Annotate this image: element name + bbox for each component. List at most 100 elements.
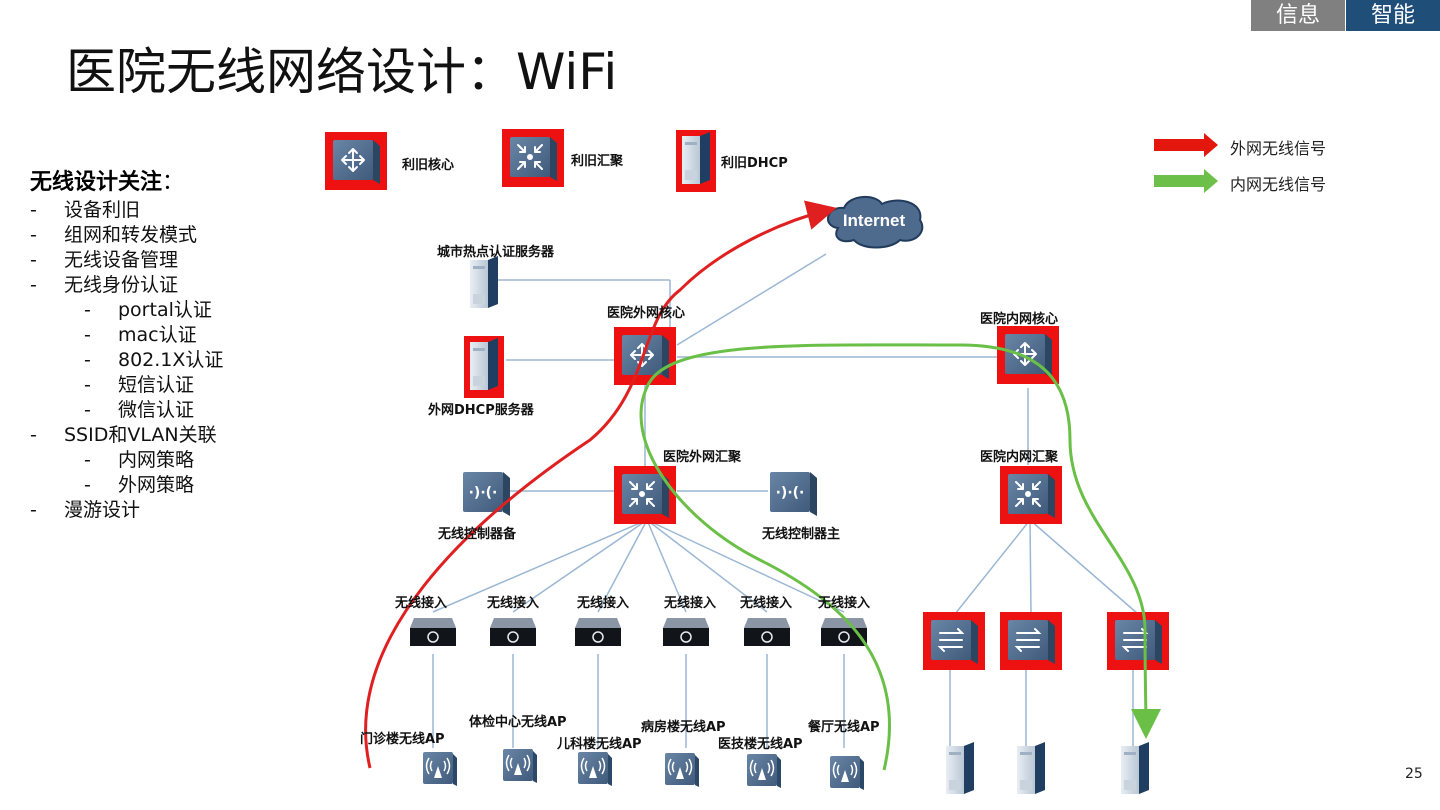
design-focus-item-text: 短信认证 — [118, 374, 195, 396]
access-switch-5 — [744, 618, 790, 646]
city-auth-server — [470, 256, 498, 308]
link-line — [646, 519, 768, 613]
design-focus-item: -组网和转发模式 — [30, 223, 280, 248]
outer-aggregation-switch — [614, 466, 676, 524]
wireless-ap-icon — [580, 757, 606, 778]
bullet-dash: - — [84, 399, 91, 421]
city-auth-server-label: 城市热点认证服务器 — [437, 245, 555, 260]
access-label: 无线接入 — [577, 596, 630, 611]
bullet-dash: - — [30, 499, 37, 521]
wlc-icon: ·)·(· — [776, 485, 805, 501]
ap-label: 体检中心无线AP — [469, 715, 567, 730]
wireless-ap-icon — [505, 754, 531, 775]
access-switch-6 — [821, 618, 867, 646]
design-focus-item: -无线身份认证 — [30, 273, 280, 298]
design-focus-item-text: 无线身份认证 — [64, 274, 179, 296]
design-focus-item-text: 内网策略 — [118, 449, 195, 471]
wlc-backup-label: 无线控制器备 — [438, 527, 517, 542]
wireless-ap-3 — [578, 752, 612, 786]
wireless-ap-2 — [503, 749, 537, 783]
design-focus-heading: 无线设计关注： — [30, 168, 280, 198]
wlc-icon: ·)·(· — [469, 485, 498, 501]
aggregation-icon — [1015, 481, 1041, 507]
design-focus-item: -无线设备管理 — [30, 248, 280, 273]
l2switch-icon — [1014, 628, 1042, 652]
wlc-primary-label: 无线控制器主 — [762, 527, 841, 542]
inner-server-3 — [1121, 742, 1149, 794]
design-focus-item: -802.1X认证 — [30, 348, 280, 373]
tag-intelligence: 智能 — [1346, 0, 1440, 31]
wireless-ap-4 — [665, 753, 699, 787]
inner-access-switch-2 — [1000, 612, 1062, 670]
internet-label: Internet — [843, 211, 906, 230]
bullet-dash: - — [30, 199, 37, 221]
reuse-core-switch — [325, 132, 387, 190]
ap-label: 病房楼无线AP — [641, 720, 726, 735]
reuse-aggregation-switch — [502, 129, 564, 187]
design-focus-item-text: 微信认证 — [118, 399, 195, 421]
inner-access-switch-1 — [923, 612, 985, 670]
bullet-dash: - — [84, 374, 91, 396]
red-arrow-icon — [1154, 133, 1218, 157]
bullet-dash: - — [30, 424, 37, 446]
router-icon — [341, 148, 365, 172]
access-switch-2 — [490, 618, 536, 646]
access-switch-icon — [507, 631, 519, 643]
bullet-dash: - — [84, 449, 91, 471]
access-switch-icon — [838, 631, 850, 643]
green-arrow-icon — [1154, 169, 1218, 193]
outer-core-label: 医院外网核心 — [607, 306, 686, 321]
design-focus-item: - 短信认证 — [30, 373, 280, 398]
design-focus-item-text: 外网策略 — [118, 474, 195, 496]
page-title: 医院无线网络设计：WiFi — [66, 43, 618, 101]
link-line — [1029, 519, 1139, 615]
l2switch-icon — [1121, 628, 1149, 652]
internet-cloud: Internet — [827, 196, 924, 249]
design-focus-item-text: 802.1X认证 — [118, 349, 224, 371]
link-line — [432, 519, 648, 613]
design-focus-item: - 内网策略 — [30, 448, 280, 473]
access-label: 无线接入 — [818, 596, 871, 611]
link-line — [597, 519, 648, 613]
design-focus-list: 无线设计关注： -设备利旧-组网和转发模式-无线设备管理-无线身份认证-port… — [30, 168, 280, 523]
outer-core-switch — [614, 327, 676, 385]
wireless-ap-icon — [749, 759, 775, 780]
wireless-ap-icon — [667, 758, 693, 779]
heading-colon: ： — [162, 170, 185, 195]
reuse-aggregation-label: 利旧汇聚 — [571, 154, 624, 169]
wireless-ap-5 — [747, 754, 781, 788]
wireless-ap-6 — [830, 756, 864, 790]
heading-text: 无线设计关注 — [30, 170, 163, 195]
access-label: 无线接入 — [664, 596, 717, 611]
svg-text:·)·(·: ·)·(· — [776, 485, 805, 501]
aggregation-icon — [517, 144, 543, 170]
cloud-icon — [827, 196, 924, 249]
bullet-dash: - — [84, 474, 91, 496]
design-focus-item-text: portal认证 — [118, 299, 212, 321]
bullet-dash: - — [84, 324, 91, 346]
wireless-ap-icon — [425, 757, 451, 778]
tag-information: 信息 — [1251, 0, 1345, 31]
link-line — [646, 519, 845, 613]
l2switch-icon — [937, 628, 965, 652]
ap-label: 儿科楼无线AP — [557, 737, 642, 752]
design-focus-item-text: 设备利旧 — [64, 199, 141, 221]
design-focus-item: -mac认证 — [30, 323, 280, 348]
wlc-backup: ·)·(· — [463, 472, 510, 516]
reuse-dhcp-label: 利旧DHCP — [721, 156, 788, 171]
access-label: 无线接入 — [487, 596, 540, 611]
wlc-primary: ·)·(· — [770, 472, 817, 516]
link-line — [1029, 519, 1032, 615]
reuse-dhcp-server — [676, 130, 716, 192]
inner-server-1 — [946, 742, 974, 794]
inner-wireless-signal-path — [639, 343, 1161, 771]
inner-aggregation-switch — [1000, 466, 1062, 524]
access-switch-icon — [680, 631, 692, 643]
legend-inner-label: 内网无线信号 — [1230, 175, 1327, 194]
link-line — [646, 519, 687, 613]
access-label: 无线接入 — [395, 596, 448, 611]
outer-wireless-signal-path — [364, 200, 837, 769]
access-switch-3 — [575, 618, 621, 646]
